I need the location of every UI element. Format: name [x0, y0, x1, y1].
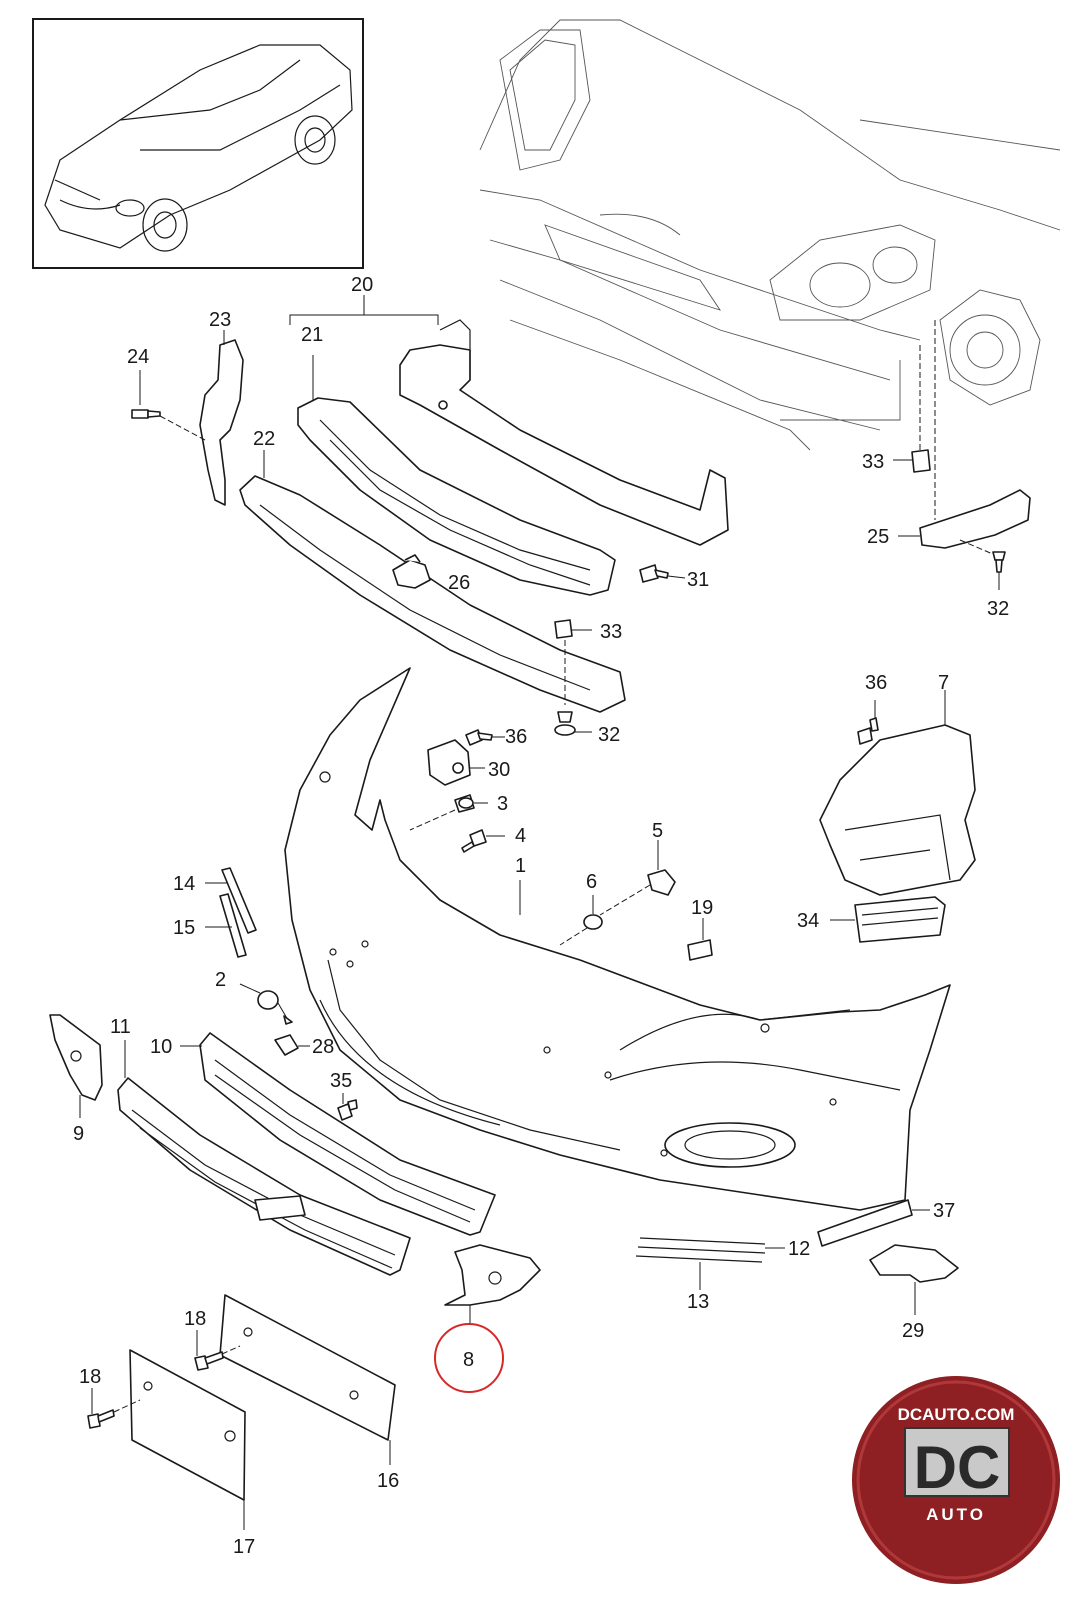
callout-29: 29: [902, 1320, 924, 1342]
part-14-trim-strip: [205, 867, 257, 934]
callout-8: 8: [463, 1349, 474, 1371]
part-16-license-plate-bracket: [219, 1294, 396, 1465]
part-28-clip: [274, 1034, 310, 1056]
callout-33-lower: 33: [600, 621, 622, 643]
callout-26: 26: [448, 572, 470, 594]
part-33-clip-lower: [554, 619, 592, 705]
callout-18-upper: 18: [184, 1308, 206, 1330]
callout-13: 13: [687, 1291, 709, 1313]
callout-14: 14: [173, 873, 195, 895]
callout-36-center: 36: [505, 726, 527, 748]
callout-25: 25: [867, 526, 889, 548]
callout-3: 3: [497, 793, 508, 815]
callout-10: 10: [150, 1036, 172, 1058]
callout-1: 1: [515, 855, 526, 877]
part-17-license-plate-base: [129, 1349, 246, 1530]
callout-18-lower: 18: [79, 1366, 101, 1388]
part-11-lower-grille: [117, 1040, 411, 1276]
part-34-grille-insert: [830, 896, 946, 943]
part-7-fog-light-bracket: [819, 690, 976, 896]
callout-5: 5: [652, 820, 663, 842]
part-33-clip-upper: [893, 320, 936, 520]
part-36-screw-right: [857, 700, 879, 745]
callout-4: 4: [515, 825, 526, 847]
part-32-screw-upper: [992, 551, 1006, 590]
callout-17: 17: [233, 1536, 255, 1558]
callout-7: 7: [938, 672, 949, 694]
part-25-side-guide: [898, 489, 1031, 556]
logo-top-text: DCAUTO.COM: [898, 1405, 1015, 1424]
part-9-side-panel: [49, 1014, 103, 1118]
part-29-side-deflector: [869, 1244, 959, 1315]
callout-32-lower: 32: [598, 724, 620, 746]
part-15-trim-strip: [205, 893, 247, 958]
part-31-bolt: [639, 564, 686, 583]
callout-9: 9: [73, 1123, 84, 1145]
callout-32-upper: 32: [987, 598, 1009, 620]
dcauto-logo: DCAUTO.COM DC AUTO: [852, 1376, 1060, 1584]
logo-letters: DC: [914, 1434, 1001, 1501]
part-19-clip: [687, 918, 713, 961]
callout-labels: 20 21 22 23 24 33 25 32 26 31 33 32 36 3…: [73, 274, 1009, 1558]
part-4-screw: [461, 829, 505, 853]
part-35-screw: [337, 1093, 358, 1121]
part-1-bumper-cover: [284, 667, 951, 1211]
part-22-lower-support: [239, 450, 626, 713]
callout-33-upper: 33: [862, 451, 884, 473]
part-6-sensor-ring: [559, 895, 603, 946]
callout-6: 6: [586, 871, 597, 893]
callout-23: 23: [209, 309, 231, 331]
callout-28: 28: [312, 1036, 334, 1058]
part-3-nut: [409, 794, 488, 831]
car-front-end-ghost: [479, 19, 1061, 451]
part-37-lip-strip: [817, 1199, 930, 1247]
part-32-screw-lower: [554, 711, 592, 736]
callout-30: 30: [488, 759, 510, 781]
part-24-screw: [131, 370, 206, 441]
part-26-sensor: [392, 554, 431, 589]
part-10-center-grille: [180, 1032, 496, 1236]
callout-22: 22: [253, 428, 275, 450]
part-30-cover-plate: [427, 739, 485, 786]
callout-20: 20: [351, 274, 373, 296]
part-2-tow-hook-cover: [239, 983, 293, 1025]
part-12-trim-strip: [635, 1237, 785, 1263]
callout-11: 11: [110, 1016, 131, 1038]
callout-36-right: 36: [865, 672, 887, 694]
callout-35: 35: [330, 1070, 352, 1092]
part-18-screw-lower: [87, 1388, 141, 1429]
highlight-circle: [434, 1323, 504, 1393]
part-36-screw-center: [465, 729, 505, 746]
callout-12: 12: [788, 1238, 810, 1260]
callout-21: 21: [301, 324, 323, 346]
part-21-impact-absorber: [297, 355, 616, 596]
callout-19: 19: [691, 897, 713, 919]
callout-31: 31: [687, 569, 709, 591]
callout-24: 24: [127, 346, 149, 368]
callout-16: 16: [377, 1470, 399, 1492]
logo-bottom-text: AUTO: [926, 1505, 986, 1524]
part-5-parking-sensor: [599, 840, 676, 916]
callout-37: 37: [933, 1200, 955, 1222]
part-20-bumper-beam: [399, 319, 729, 546]
car-thumbnail-inset: [32, 18, 364, 269]
callout-15: 15: [173, 917, 195, 939]
callout-2: 2: [215, 969, 226, 991]
part-23-side-bracket: [199, 330, 244, 506]
callout-34: 34: [797, 910, 819, 932]
part-8-tow-bracket: [434, 1244, 541, 1393]
group-20-bracket: [289, 295, 439, 325]
part-18-screw-upper: [194, 1330, 241, 1371]
